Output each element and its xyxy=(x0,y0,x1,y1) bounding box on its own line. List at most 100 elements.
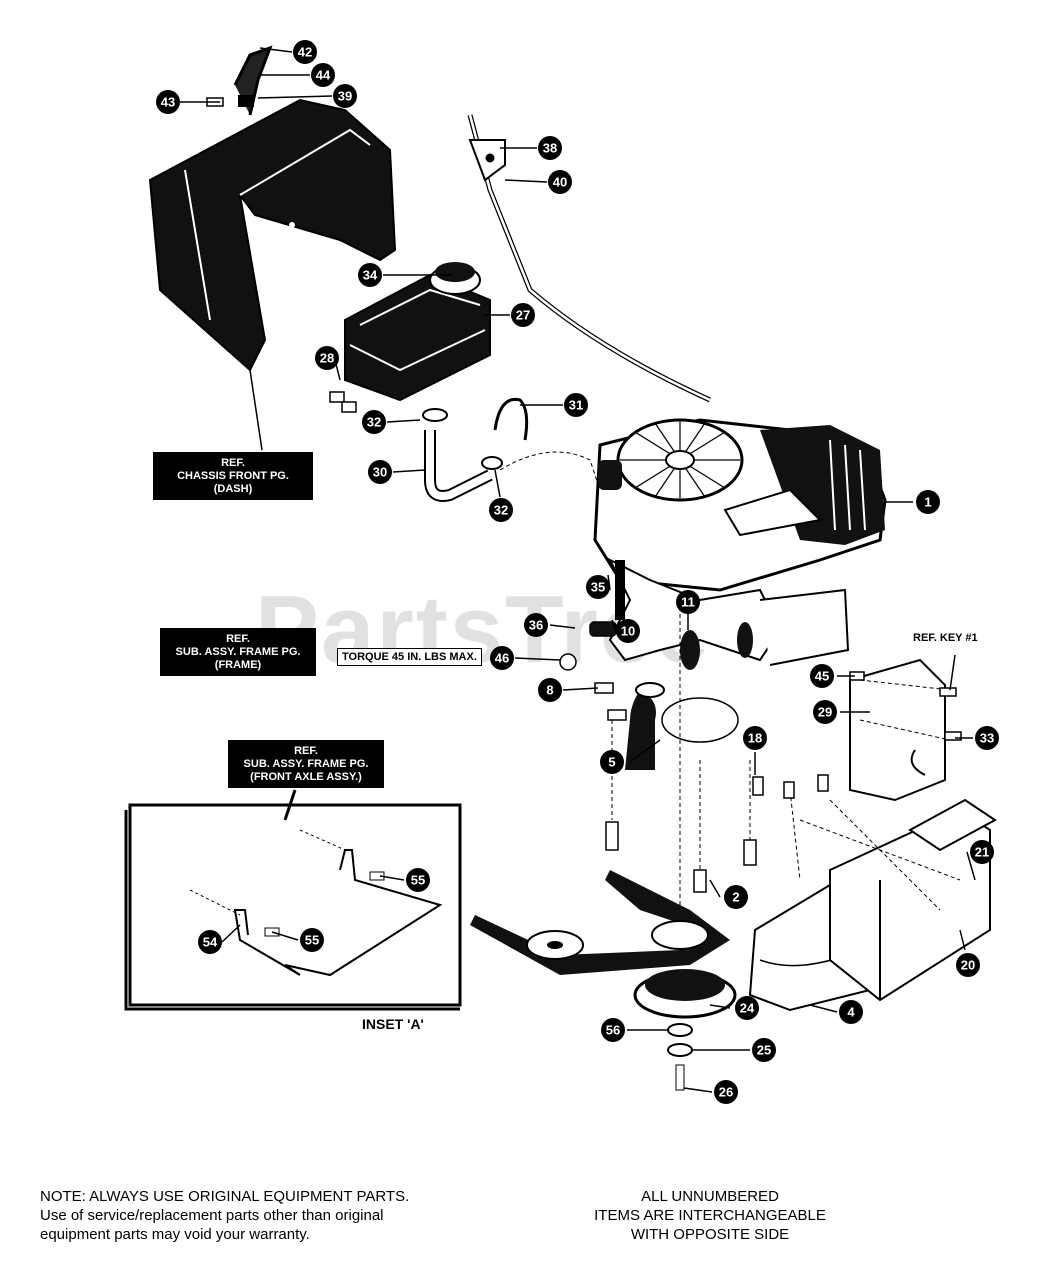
callout-31: 31 xyxy=(564,393,588,417)
ref-chassis-line3: (DASH) xyxy=(213,483,253,495)
ref-frame-line3: (FRAME) xyxy=(214,659,262,671)
callout-18: 18 xyxy=(743,726,767,750)
note-right-line2: ITEMS ARE INTERCHANGEABLE xyxy=(594,1207,826,1224)
callout-29: 29 xyxy=(813,700,837,724)
callout-number: 11 xyxy=(681,595,695,610)
ref-frame-line2: SUB. ASSY. FRAME PG. xyxy=(175,646,301,658)
note-line1: NOTE: ALWAYS USE ORIGINAL EQUIPMENT PART… xyxy=(40,1188,410,1205)
ref-axle-line3: (FRONT AXLE ASSY.) xyxy=(250,771,362,783)
inset-a xyxy=(124,789,462,1011)
throttle-cable xyxy=(467,114,712,403)
callout-number: 54 xyxy=(203,935,218,950)
callout-number: 5 xyxy=(608,755,615,770)
callout-24: 24 xyxy=(735,996,759,1020)
note-line2: Use of service/replacement parts other t… xyxy=(40,1207,384,1224)
ref-chassis-line2: CHASSIS FRONT PG. xyxy=(177,470,289,482)
callout-54: 54 xyxy=(198,930,222,954)
callout-number: 43 xyxy=(161,95,175,110)
ref-chassis-front: REF. CHASSIS FRONT PG. (DASH) xyxy=(153,452,313,500)
callout-43: 43 xyxy=(156,90,180,114)
callout-32-lower: 32 xyxy=(489,498,513,522)
callout-21: 21 xyxy=(970,840,994,864)
callout-number: 27 xyxy=(516,308,530,323)
callout-number: 25 xyxy=(757,1043,771,1058)
callout-32-upper: 32 xyxy=(362,410,386,434)
callout-number: 32 xyxy=(367,415,381,430)
callout-number: 21 xyxy=(975,845,989,860)
callout-number: 36 xyxy=(529,618,543,633)
callout-number: 1 xyxy=(924,495,931,510)
torque-label: TORQUE 45 IN. LBS MAX. xyxy=(337,648,482,666)
parts-diagram: 42 44 43 39 38 40 34 27 28 31 32 30 32 1… xyxy=(124,40,999,1104)
ref-axle-line1: REF. xyxy=(294,745,318,757)
callout-number: 46 xyxy=(495,651,509,666)
ref-front-axle: REF. SUB. ASSY. FRAME PG. (FRONT AXLE AS… xyxy=(228,740,384,788)
callout-44: 44 xyxy=(311,63,335,87)
ref-sub-assy-frame: REF. SUB. ASSY. FRAME PG. (FRAME) xyxy=(160,628,316,676)
bolts xyxy=(206,97,962,893)
callout-number: 33 xyxy=(980,731,994,746)
warranty-note: NOTE: ALWAYS USE ORIGINAL EQUIPMENT PART… xyxy=(40,1187,490,1244)
callout-number: 34 xyxy=(363,268,378,283)
note-right-line3: WITH OPPOSITE SIDE xyxy=(630,1226,790,1243)
callout-number: 40 xyxy=(553,175,567,190)
callout-number: 29 xyxy=(818,705,832,720)
callout-2: 2 xyxy=(724,885,748,909)
callout-39: 39 xyxy=(333,84,357,108)
callout-number: 8 xyxy=(546,683,553,698)
callout-number: 2 xyxy=(732,890,739,905)
callout-1: 1 xyxy=(916,490,940,514)
callout-number: 30 xyxy=(373,465,387,480)
heat-shield xyxy=(849,658,946,802)
callout-40: 40 xyxy=(548,170,572,194)
fuel-line xyxy=(422,397,601,502)
callout-4: 4 xyxy=(839,1000,863,1024)
callout-28: 28 xyxy=(315,346,339,370)
callout-27: 27 xyxy=(511,303,535,327)
callout-5: 5 xyxy=(600,750,624,774)
callout-8: 8 xyxy=(538,678,562,702)
callout-30: 30 xyxy=(368,460,392,484)
callout-number: 4 xyxy=(847,1005,855,1020)
callout-number: 56 xyxy=(606,1023,620,1038)
callout-46: 46 xyxy=(490,646,514,670)
callout-number: 18 xyxy=(748,731,762,746)
exhaust-parts xyxy=(625,622,753,770)
callout-number: 10 xyxy=(621,624,635,639)
callout-26: 26 xyxy=(714,1080,738,1104)
interchangeable-note: ALL UNNUMBERED ITEMS ARE INTERCHANGEABLE… xyxy=(560,1187,860,1244)
callout-number: 55 xyxy=(305,933,319,948)
note-line3: equipment parts may void your warranty. xyxy=(40,1226,310,1243)
callout-number: 39 xyxy=(338,89,352,104)
callout-20: 20 xyxy=(956,953,980,977)
callout-38: 38 xyxy=(538,136,562,160)
callout-number: 42 xyxy=(298,45,312,60)
leader-lines xyxy=(180,47,976,1093)
callout-56: 56 xyxy=(601,1018,625,1042)
callout-number: 24 xyxy=(740,1001,755,1016)
dash-panel xyxy=(148,45,397,372)
callout-number: 26 xyxy=(719,1085,733,1100)
callout-42: 42 xyxy=(293,40,317,64)
callout-number: 32 xyxy=(494,503,508,518)
callout-55-left: 55 xyxy=(300,928,324,952)
ref-chassis-line1: REF. xyxy=(221,457,245,469)
callout-35: 35 xyxy=(586,575,610,599)
inset-a-label: INSET 'A' xyxy=(362,1016,424,1032)
callout-11: 11 xyxy=(676,590,700,614)
ref-key-label: REF. KEY #1 xyxy=(913,632,978,644)
callout-36: 36 xyxy=(524,613,548,637)
drive-belt xyxy=(470,870,737,1091)
muffler-guard xyxy=(829,798,997,1002)
callout-number: 35 xyxy=(591,580,605,595)
callout-number: 45 xyxy=(815,669,829,684)
callout-33: 33 xyxy=(975,726,999,750)
callout-number: 20 xyxy=(961,958,975,973)
callout-25: 25 xyxy=(752,1038,776,1062)
note-right-line1: ALL UNNUMBERED xyxy=(641,1188,779,1205)
callout-number: 55 xyxy=(411,873,425,888)
engine xyxy=(593,418,887,666)
callout-34: 34 xyxy=(358,263,382,287)
callout-45: 45 xyxy=(810,664,834,688)
callout-55-right: 55 xyxy=(406,868,430,892)
